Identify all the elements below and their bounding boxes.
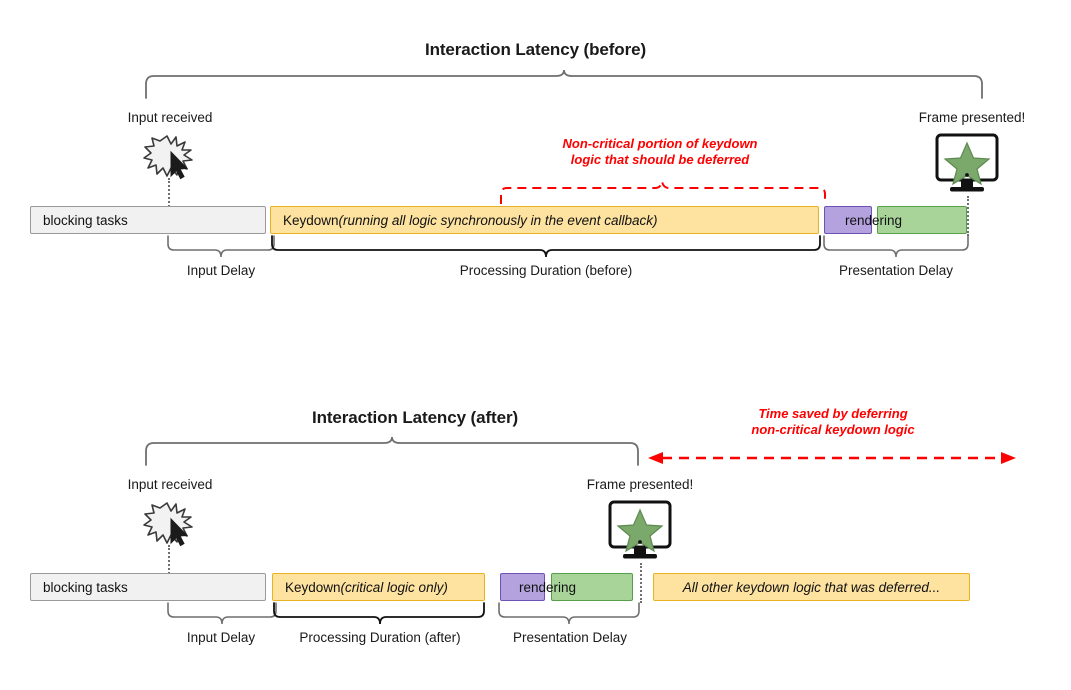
before-keydown-prefix: Keydown (283, 212, 339, 228)
after-annotation-text: Time saved by deferring non-critical key… (655, 406, 1011, 439)
monitor-star-icon (608, 500, 672, 559)
before-frame-presented-label: Frame presented! (918, 110, 1026, 125)
after-presentation-delay-label: Presentation Delay (512, 630, 628, 645)
after-bar-blocking-tasks: blocking tasks (30, 573, 266, 601)
starburst-cursor-icon (143, 502, 193, 547)
before-presentation-delay-bracket (823, 235, 969, 258)
after-processing-duration-label: Processing Duration (after) (299, 630, 461, 645)
before-annotation-text: Non-critical portion of keydown logic th… (460, 136, 860, 169)
before-annotation-line-2: logic that should be deferred (570, 152, 750, 168)
after-input-delay-label: Input Delay (186, 630, 256, 645)
after-total-latency-bracket (145, 436, 639, 466)
starburst-cursor-icon (143, 135, 193, 180)
after-bar-presentation-green (551, 573, 633, 601)
after-keydown-prefix: Keydown (285, 579, 341, 595)
after-keydown-detail: (critical logic only) (340, 579, 448, 595)
before-bar-presentation-green (877, 206, 967, 234)
monitor-star-icon (935, 133, 999, 192)
before-presentation-delay-label: Presentation Delay (838, 263, 954, 278)
after-bar-presentation-purple (500, 573, 545, 601)
before-diagram-title: Interaction Latency (before) (424, 40, 647, 59)
before-processing-duration-label: Processing Duration (before) (459, 263, 633, 278)
after-presentation-delay-bracket (498, 602, 640, 625)
before-frame-guide-line (967, 196, 969, 236)
after-processing-duration-bracket (273, 602, 485, 625)
after-input-received-label: Input received (127, 477, 213, 492)
after-time-saved-arrow (648, 452, 1016, 464)
after-input-delay-bracket (167, 602, 277, 625)
before-input-received-label: Input received (127, 110, 213, 125)
after-frame-guide-line (640, 563, 642, 603)
before-bar-presentation-purple (824, 206, 872, 234)
after-annotation-line-2: non-critical keydown logic (751, 422, 915, 438)
before-processing-duration-bracket (271, 235, 821, 258)
before-noncritical-dashed-bracket (500, 180, 826, 204)
after-bar-keydown: Keydown (critical logic only) (272, 573, 485, 601)
before-input-delay-label: Input Delay (186, 263, 256, 278)
before-annotation-line-1: Non-critical portion of keydown (562, 136, 758, 151)
before-keydown-detail: (running all logic synchronously in the … (338, 212, 658, 228)
after-annotation-line-1: Time saved by deferring (758, 406, 908, 421)
before-input-delay-bracket (167, 235, 275, 258)
before-bar-blocking-tasks: blocking tasks (30, 206, 266, 234)
after-frame-presented-label: Frame presented! (586, 477, 694, 492)
before-bar-keydown: Keydown (running all logic synchronously… (270, 206, 819, 234)
after-bar-deferred-logic: All other keydown logic that was deferre… (653, 573, 970, 601)
before-total-latency-bracket (145, 69, 983, 99)
after-diagram-title: Interaction Latency (after) (311, 408, 519, 427)
